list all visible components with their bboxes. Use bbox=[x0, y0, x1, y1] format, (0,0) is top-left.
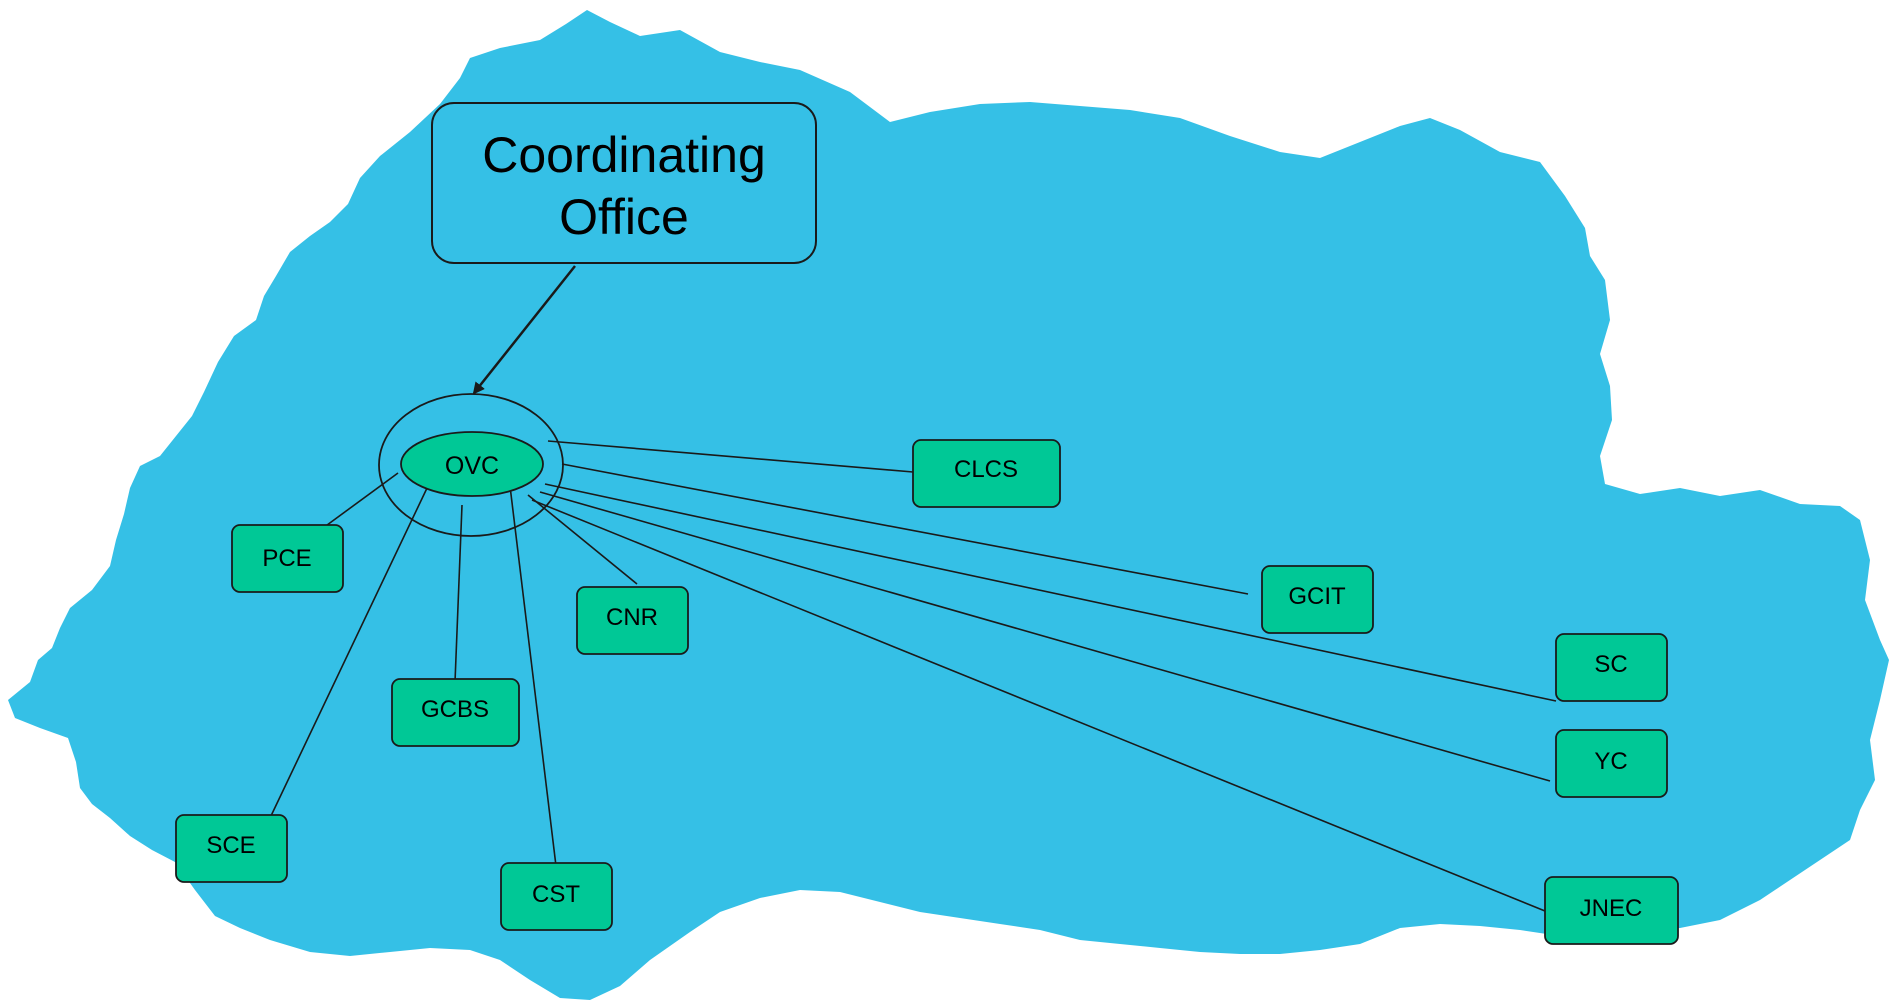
node-sce[interactable]: SCE bbox=[175, 814, 288, 883]
connector-cnr bbox=[527, 494, 638, 585]
connector-gcbs bbox=[454, 504, 463, 683]
office-to-hub-arrow bbox=[472, 265, 576, 395]
node-cnr-label: CNR bbox=[606, 604, 658, 631]
node-cnr[interactable]: CNR bbox=[576, 586, 689, 655]
coordinating-office-box[interactable]: Coordinating Office bbox=[431, 102, 817, 264]
connector-sce bbox=[269, 485, 429, 819]
connector-sc bbox=[544, 483, 1557, 702]
node-jnec[interactable]: JNEC bbox=[1544, 876, 1679, 945]
connector-gcit bbox=[561, 463, 1249, 595]
node-sc-label: SC bbox=[1594, 651, 1627, 678]
node-gcbs-label: GCBS bbox=[421, 696, 489, 723]
node-yc[interactable]: YC bbox=[1555, 729, 1668, 798]
node-cst[interactable]: CST bbox=[500, 862, 613, 931]
ovc-hub[interactable]: OVC bbox=[378, 393, 564, 537]
hub-outer-ring bbox=[378, 393, 564, 537]
node-gcit[interactable]: GCIT bbox=[1261, 565, 1374, 634]
node-sce-label: SCE bbox=[206, 832, 255, 859]
connector-clcs bbox=[547, 440, 914, 473]
node-jnec-label: JNEC bbox=[1580, 895, 1643, 922]
connector-pce bbox=[322, 472, 399, 529]
node-gcit-label: GCIT bbox=[1288, 583, 1346, 610]
node-cst-label: CST bbox=[532, 881, 580, 908]
connector-yc bbox=[539, 491, 1551, 782]
connector-jnec bbox=[531, 499, 1546, 912]
node-pce-label: PCE bbox=[262, 545, 311, 572]
node-clcs-label: CLCS bbox=[954, 456, 1018, 483]
node-pce[interactable]: PCE bbox=[231, 524, 344, 593]
connector-lines bbox=[269, 440, 1557, 912]
node-gcbs[interactable]: GCBS bbox=[391, 678, 520, 747]
hub-inner-ellipse bbox=[400, 431, 544, 497]
coordinating-office-line1: Coordinating bbox=[482, 127, 766, 183]
node-sc[interactable]: SC bbox=[1555, 633, 1668, 702]
node-clcs[interactable]: CLCS bbox=[912, 439, 1061, 508]
node-yc-label: YC bbox=[1594, 748, 1627, 775]
hub-label: OVC bbox=[445, 452, 499, 480]
coordinating-office-line2: Office bbox=[559, 189, 689, 245]
college-nodes: PCE SCE GCBS CST CNR CLCS GCIT SC bbox=[175, 439, 1679, 945]
connector-cst bbox=[509, 485, 557, 867]
